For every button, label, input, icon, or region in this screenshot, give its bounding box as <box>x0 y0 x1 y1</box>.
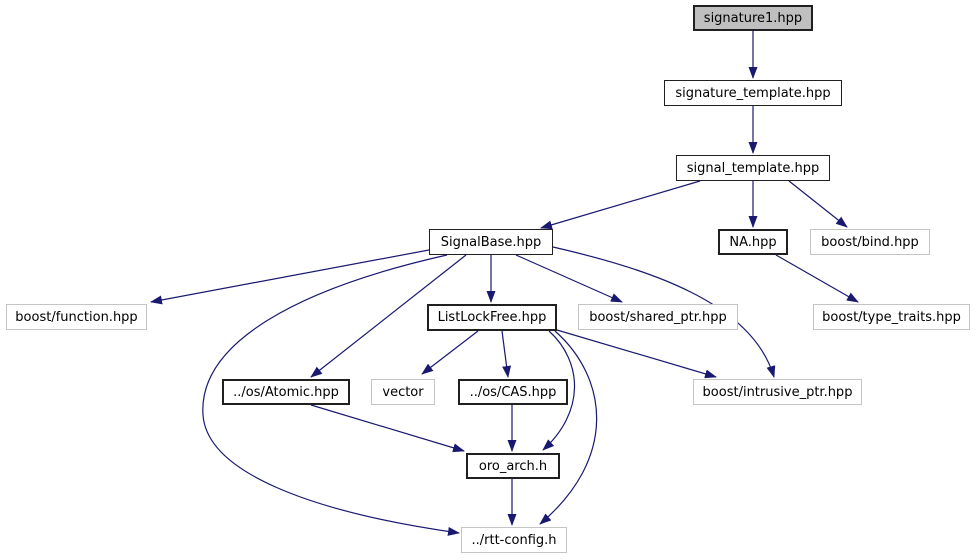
node-label: ../os/Atomic.hpp <box>233 384 339 400</box>
node-boost-shared-ptr-hpp: boost/shared_ptr.hpp <box>578 304 738 330</box>
node-boost-type-traits-hpp: boost/type_traits.hpp <box>813 304 970 330</box>
node-oro-arch-h[interactable]: oro_arch.h <box>466 453 560 479</box>
node-signature1-hpp: signature1.hpp <box>693 5 813 31</box>
edge-signalbase-to-boost-function <box>150 249 430 305</box>
node-label: boost/type_traits.hpp <box>822 309 961 325</box>
node-label: signature1.hpp <box>703 10 803 26</box>
node-label: NA.hpp <box>729 234 777 250</box>
edge-listlockfree-to-vector <box>421 330 479 375</box>
edge-na-to-boost-type-traits <box>775 254 859 303</box>
edge-signal-template-to-signalbase <box>540 180 701 230</box>
node-os-atomic-hpp[interactable]: ../os/Atomic.hpp <box>222 379 350 405</box>
node-signal-template-hpp[interactable]: signal_template.hpp <box>676 155 830 181</box>
node-label: ../rtt-config.h <box>471 532 557 548</box>
node-listlockfree-hpp[interactable]: ListLockFree.hpp <box>427 304 557 331</box>
node-signature-template-hpp[interactable]: signature_template.hpp <box>664 80 842 106</box>
edge-listlockfree-to-boost-intrusive-ptr <box>556 329 717 379</box>
node-na-hpp[interactable]: NA.hpp <box>718 229 788 255</box>
node-label: boost/shared_ptr.hpp <box>589 309 727 325</box>
node-boost-intrusive-ptr-hpp: boost/intrusive_ptr.hpp <box>693 379 862 405</box>
node-label: vector <box>382 384 424 400</box>
node-os-cas-hpp[interactable]: ../os/CAS.hpp <box>458 379 568 405</box>
node-boost-function-hpp: boost/function.hpp <box>6 304 147 330</box>
edge-signalbase-to-boost-intrusive-ptr <box>552 246 776 378</box>
node-label: signal_template.hpp <box>686 160 820 176</box>
node-label: SignalBase.hpp <box>440 234 542 250</box>
node-rtt-config-h: ../rtt-config.h <box>461 527 567 553</box>
node-label: boost/function.hpp <box>15 309 138 325</box>
node-boost-bind-hpp: boost/bind.hpp <box>810 229 930 255</box>
edge-listlockfree-to-oro-arch <box>542 330 576 451</box>
edge-listlockfree-to-os-cas <box>501 330 512 378</box>
node-label: boost/bind.hpp <box>821 234 919 250</box>
edge-signalbase-to-rtt-config <box>202 254 460 536</box>
edge-listlockfree-to-rtt-config <box>539 330 598 525</box>
node-vector: vector <box>371 379 435 405</box>
edge-signalbase-to-os-atomic <box>310 254 467 378</box>
edge-os-atomic-to-oro-arch <box>310 404 465 453</box>
edge-signal-template-to-boost-bind <box>788 180 848 228</box>
edge-signalbase-to-boost-shared-ptr <box>515 254 623 303</box>
node-label: ListLockFree.hpp <box>437 310 547 325</box>
node-label: ../os/CAS.hpp <box>469 384 557 400</box>
node-label: oro_arch.h <box>478 458 548 474</box>
node-label: signature_template.hpp <box>675 85 831 101</box>
node-label: boost/intrusive_ptr.hpp <box>702 384 853 400</box>
node-signalbase-hpp[interactable]: SignalBase.hpp <box>429 229 553 255</box>
